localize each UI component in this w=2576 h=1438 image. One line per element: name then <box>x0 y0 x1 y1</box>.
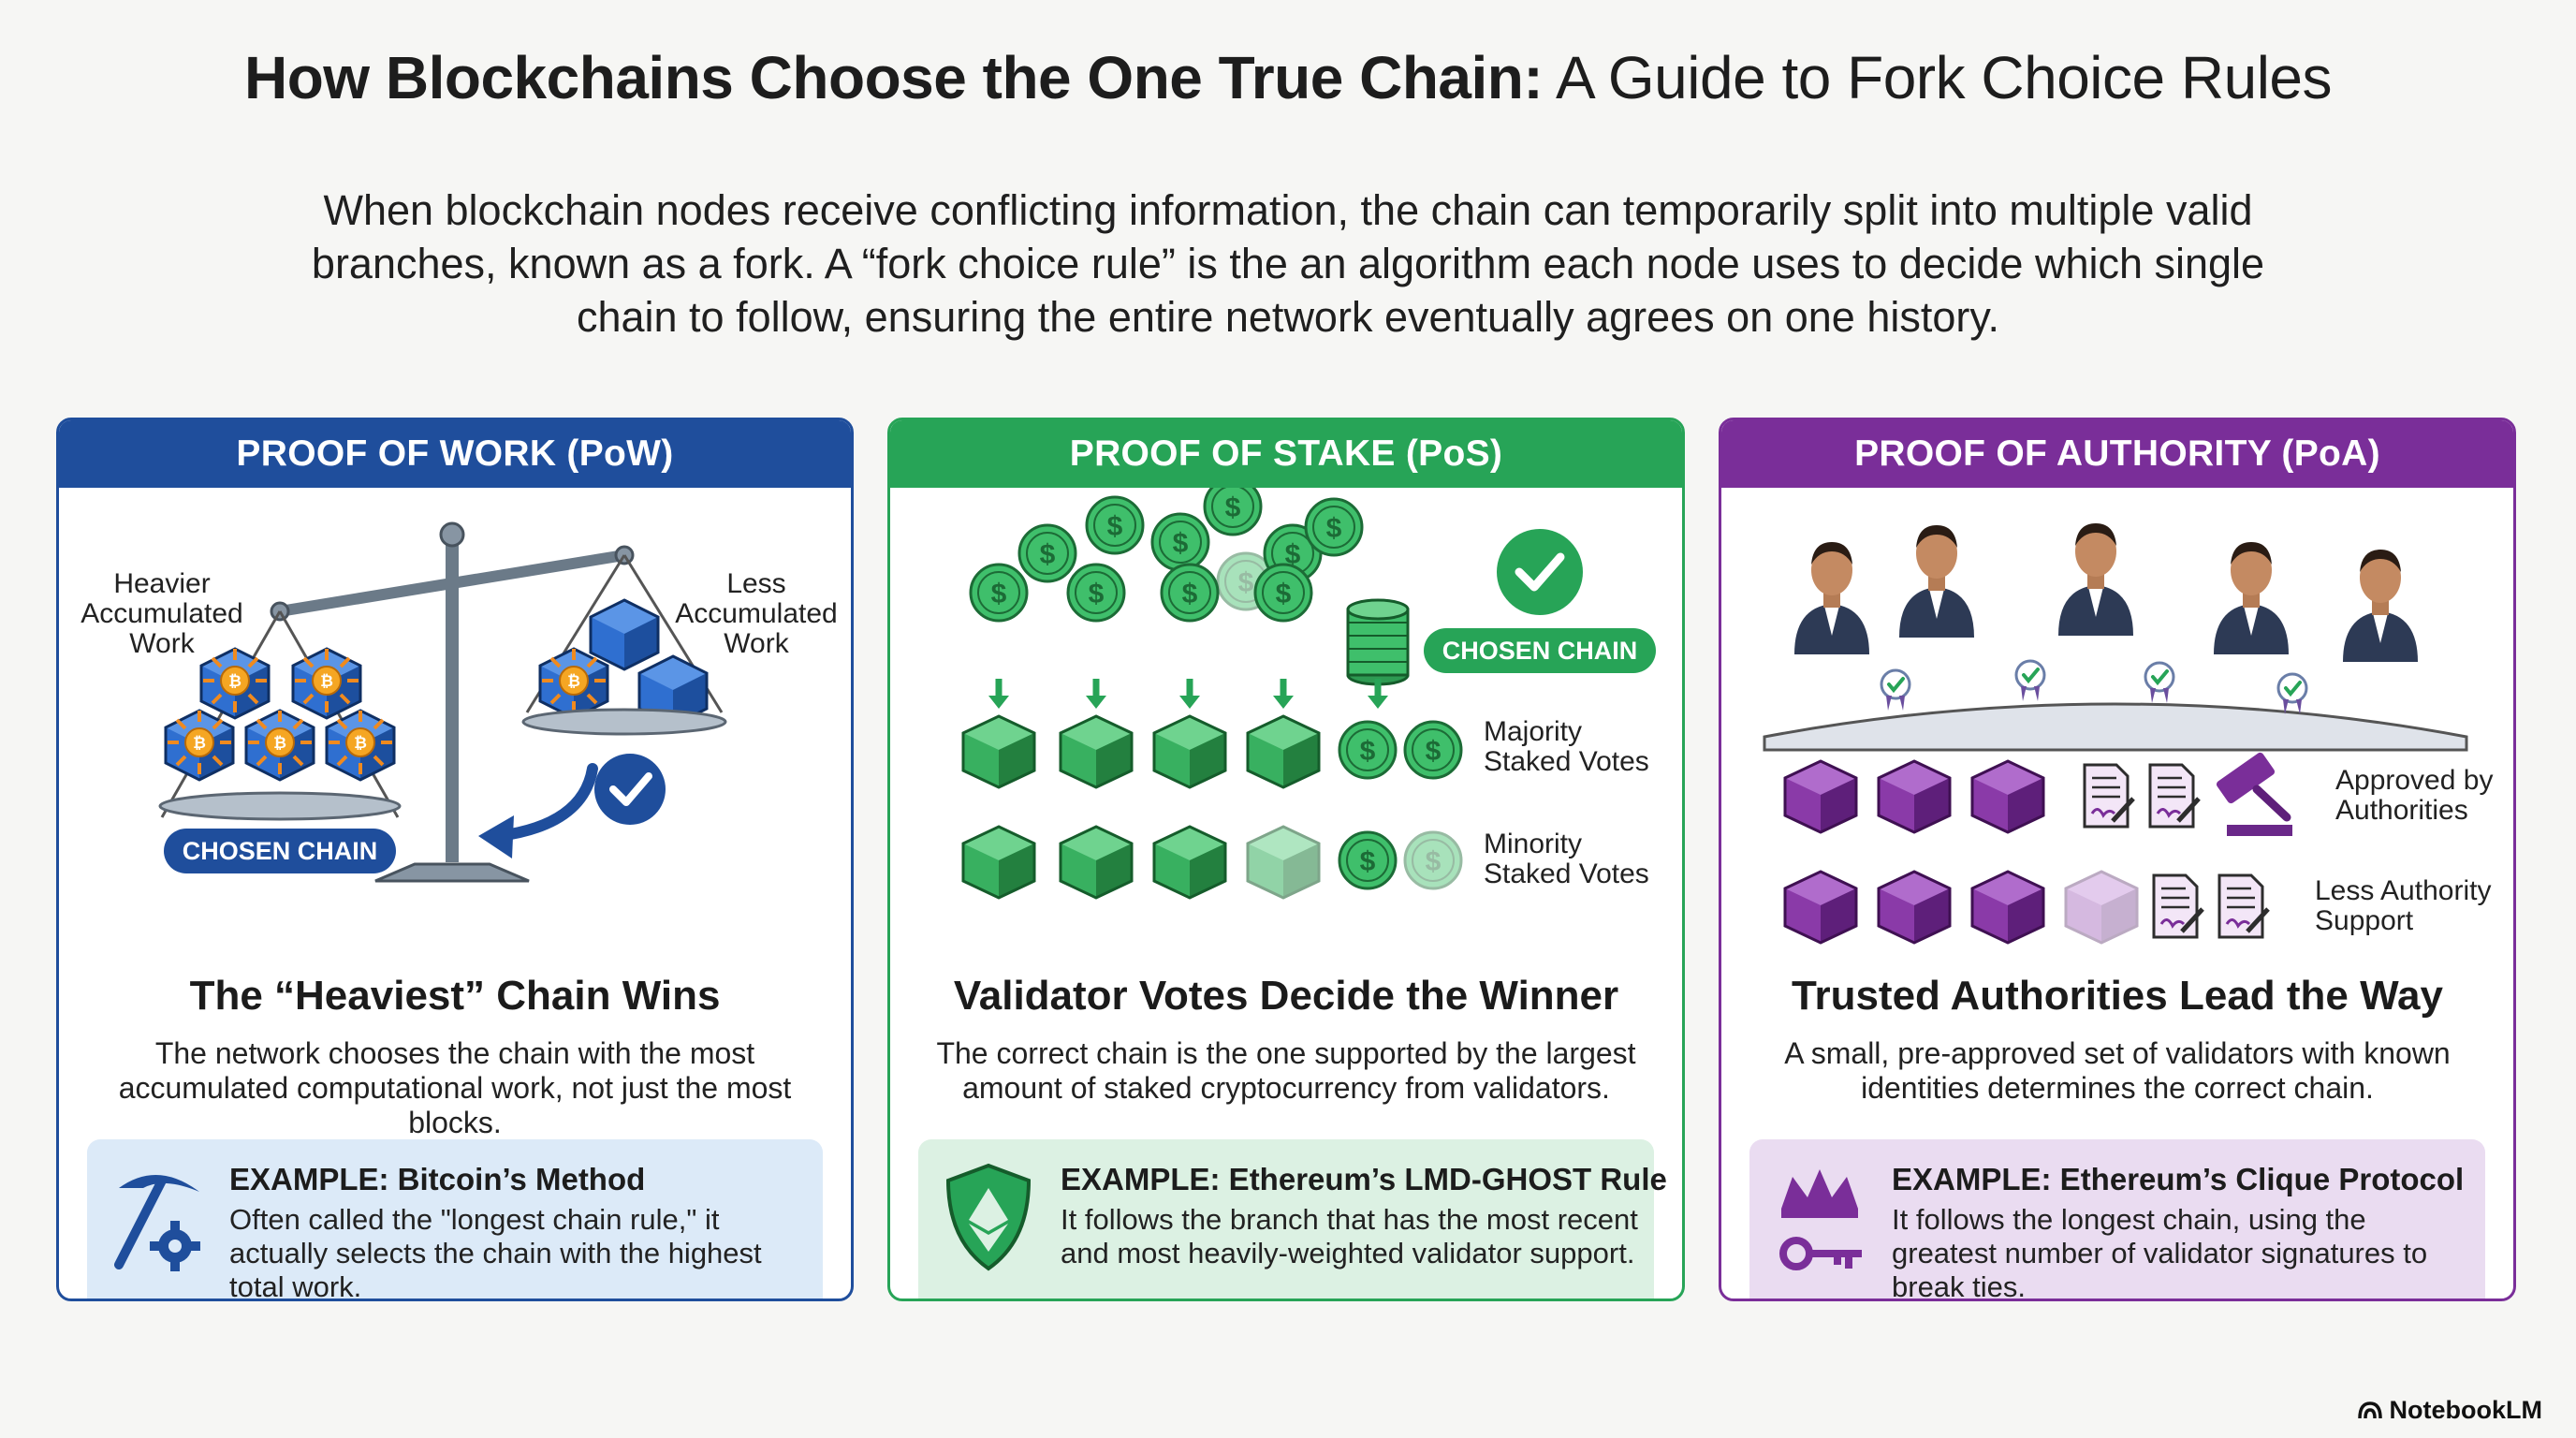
pow-heavier-label-3: Work <box>129 628 195 659</box>
ethereum-shield-icon <box>945 1163 1032 1271</box>
poa-card-header: PROOF OF AUTHORITY (PoA) <box>1721 420 2513 488</box>
pow-example-box: EXAMPLE: Bitcoin’s Method Often called t… <box>87 1139 823 1301</box>
key-icon <box>1779 1237 1862 1270</box>
pos-example-box: EXAMPLE: Ethereum’s LMD-GHOST Rule It fo… <box>918 1139 1667 1299</box>
pickaxe-icon <box>114 1174 200 1271</box>
pow-example-title: EXAMPLE: Bitcoin’s Method <box>229 1162 646 1196</box>
poa-heading: Trusted Authorities Lead the Way <box>1792 973 2443 1019</box>
pos-chosen-chain-badge: CHOSEN CHAIN <box>1442 637 1638 665</box>
poa-example-box: EXAMPLE: Ethereum’s Clique Protocol It f… <box>1749 1139 2485 1301</box>
poa-example-text: It follows the longest chain, using the … <box>1892 1203 2428 1301</box>
poa-description: A small, pre-approved set of validators … <box>1784 1036 2451 1105</box>
pos-description: The correct chain is the one supported b… <box>936 1036 1636 1105</box>
notebooklm-brand: NotebookLM <box>2357 1396 2542 1425</box>
pow-less-label-2: Accumulated <box>675 598 837 629</box>
poa-less-label-1: Less Authority <box>2315 875 2491 906</box>
pow-illustration: ₿ Heavier <box>80 521 838 883</box>
pow-heading: The “Heaviest” Chain Wins <box>189 973 721 1019</box>
pos-card: PROOF OF STAKE (PoS) $ <box>887 418 1685 1301</box>
pow-card: PROOF OF WORK (PoW) ₿ <box>56 418 854 1301</box>
pow-heavier-label-2: Accumulated <box>80 598 242 629</box>
pow-less-label-3: Work <box>724 628 789 659</box>
signed-document-icon <box>2085 765 2133 827</box>
authority-person-icon <box>1794 523 2418 662</box>
poa-illustration: Approved by Authorities Less Authority S… <box>1763 523 2493 945</box>
poa-less-label-2: Support <box>2315 905 2414 936</box>
crown-icon <box>1779 1169 1862 1270</box>
pos-example-title: EXAMPLE: Ethereum’s LMD-GHOST Rule <box>1061 1162 1667 1196</box>
pos-minority-label-2: Staked Votes <box>1484 858 1649 889</box>
checkmark-icon <box>594 754 666 825</box>
pow-example-text: Often called the "longest chain rule," i… <box>229 1203 762 1301</box>
pos-example-text: It follows the branch that has the most … <box>1061 1203 1638 1269</box>
pow-less-label-1: Less <box>726 568 785 599</box>
pos-illustration: $ <box>961 488 1656 900</box>
title-bold: How Blockchains Choose the One True Chai… <box>243 44 1544 111</box>
pow-description: The network chooses the chain with the m… <box>118 1036 792 1139</box>
pos-majority-label-2: Staked Votes <box>1484 746 1649 777</box>
pos-heading: Validator Votes Decide the Winner <box>953 973 1619 1019</box>
poa-approved-label-1: Approved by <box>2335 765 2493 796</box>
title-light: A Guide to Fork Choice Rules <box>1543 44 2333 111</box>
checkmark-icon <box>1497 529 1583 615</box>
intro-text: When blockchain nodes receive conflictin… <box>311 186 2265 341</box>
pos-card-header: PROOF OF STAKE (PoS) <box>890 420 1682 488</box>
pos-minority-label-1: Minority <box>1484 829 1582 859</box>
poa-approved-label-2: Authorities <box>2335 795 2468 826</box>
poa-card: PROOF OF AUTHORITY (PoA) <box>1719 418 2516 1301</box>
dollar-coin-icon <box>969 488 1364 623</box>
pow-chosen-chain-badge: CHOSEN CHAIN <box>183 837 378 865</box>
pos-majority-label-1: Majority <box>1484 716 1582 747</box>
gavel-icon <box>2216 752 2292 836</box>
notebooklm-logo-icon <box>2357 1401 2382 1418</box>
coin-stack-icon <box>1346 598 1410 686</box>
gear-icon <box>150 1221 200 1271</box>
poa-example-title: EXAMPLE: Ethereum’s Clique Protocol <box>1892 1162 2465 1196</box>
brand-label: NotebookLM <box>2389 1396 2542 1424</box>
page-title: How Blockchains Choose the One True Chai… <box>0 43 2576 112</box>
pow-card-header: PROOF OF WORK (PoW) <box>59 420 851 488</box>
pow-heavier-label-1: Heavier <box>113 568 210 599</box>
